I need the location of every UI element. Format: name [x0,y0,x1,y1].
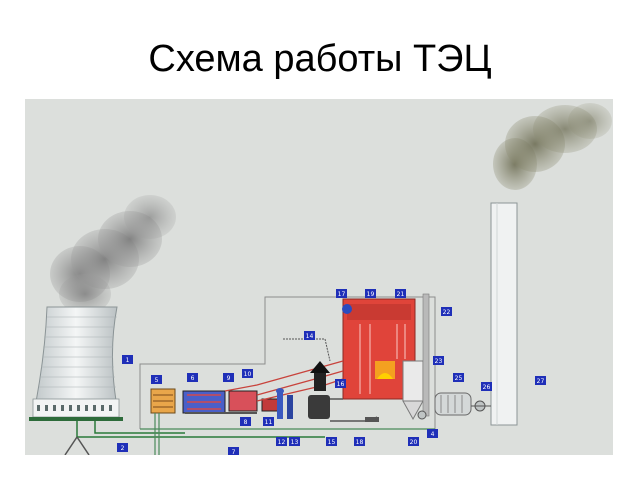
callout-box-1 [122,355,133,364]
callout-label-7: 7 [232,449,236,455]
callout-box-6 [187,373,198,382]
callout-label-10: 10 [244,371,252,378]
callout-box-15 [326,437,337,446]
callout-label-6: 6 [191,375,195,382]
economizer [402,293,430,421]
diagram-canvas: 1245678910111213141516171819202122232526… [25,99,613,456]
callout-box-18 [354,437,365,446]
chimney [490,202,518,426]
callout-box-11 [263,417,274,426]
callout-label-23: 23 [435,358,443,365]
callout-label-21: 21 [397,291,405,298]
electrostatic-filter [417,392,491,420]
callout-box-13 [289,437,300,446]
callout-label-19: 19 [367,291,375,298]
callout-box-23 [433,356,444,365]
boiler [342,298,416,400]
callout-label-22: 22 [443,309,451,316]
callout-label-11: 11 [265,419,273,426]
callout-box-2 [117,443,128,452]
callout-box-5 [151,375,162,384]
slide-title: Схема работы ТЭЦ [148,38,492,80]
callout-box-21 [395,289,406,298]
callout-label-1: 1 [126,357,130,364]
callout-label-5: 5 [155,377,159,384]
callout-label-8: 8 [244,419,248,426]
callout-box-10 [242,369,253,378]
callout-box-4 [427,429,438,438]
callout-label-2: 2 [121,445,125,452]
turbine-equipment [150,388,281,414]
callout-label-4: 4 [431,431,435,438]
main-building [139,296,436,429]
callout-box-27 [535,376,546,385]
callout-box-26 [481,382,492,391]
callout-box-20 [408,437,419,446]
callout-label-14: 14 [306,333,314,340]
callout-box-12 [276,437,287,446]
callout-box-22 [441,307,452,316]
callout-label-13: 13 [291,439,299,446]
feed-water-system [276,338,379,422]
callout-box-9 [223,373,234,382]
callout-label-25: 25 [455,375,463,382]
callout-box-17 [336,289,347,298]
bottom-pipes [140,413,435,455]
callout-label-27: 27 [537,378,545,385]
cooling-tower [29,306,123,421]
chimney-smoke [493,103,612,190]
cooling-tower-smoke [50,195,176,314]
callout-label-17: 17 [338,291,346,298]
callout-label-26: 26 [483,384,491,391]
callout-label-15: 15 [328,439,336,446]
callout-label-12: 12 [278,439,286,446]
callout-box-7 [228,447,239,456]
callout-box-19 [365,289,376,298]
callout-box-14 [304,331,315,340]
callout-label-16: 16 [337,381,345,388]
callout-label-18: 18 [356,439,364,446]
callout-label-20: 20 [410,439,418,446]
callout-box-25 [453,373,464,382]
callout-box-16 [335,379,346,388]
callout-label-9: 9 [227,375,231,382]
callout-box-8 [240,417,251,426]
